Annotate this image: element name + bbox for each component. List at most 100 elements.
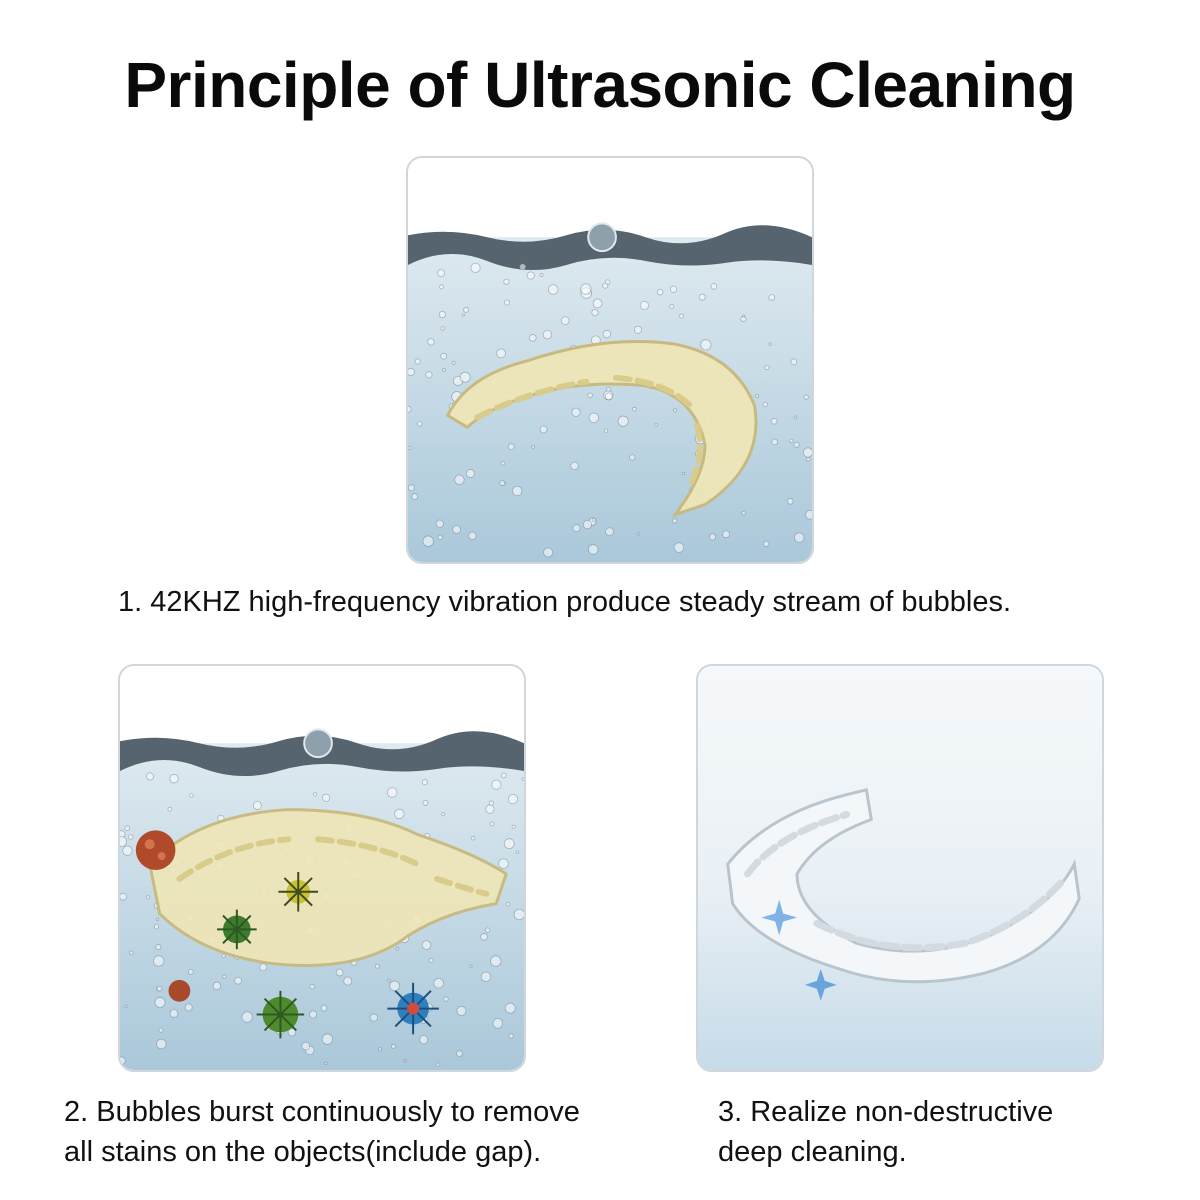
bubble	[394, 808, 405, 820]
germ-icon	[278, 871, 319, 912]
bubble	[234, 976, 242, 985]
bubble	[145, 895, 150, 900]
bubble	[468, 531, 477, 540]
bubble	[169, 1009, 179, 1018]
bubble	[437, 534, 443, 541]
bubble	[374, 963, 380, 969]
bubble	[153, 924, 160, 930]
bubble	[605, 527, 614, 537]
bubble	[440, 352, 448, 360]
bubble	[343, 976, 353, 986]
bubble	[771, 438, 778, 446]
bubble	[414, 358, 421, 365]
bubble	[120, 1056, 126, 1065]
step-3-caption-line-1: 3. Realize non-destructive	[718, 1096, 1054, 1128]
bubble	[803, 394, 809, 400]
bubble	[322, 793, 331, 802]
bubble	[560, 316, 570, 326]
bubble	[335, 968, 344, 977]
bubble	[604, 392, 613, 401]
bubble	[632, 406, 637, 412]
bubble	[629, 454, 636, 461]
bubble	[156, 1038, 167, 1050]
bubble	[591, 309, 599, 317]
bubble	[513, 908, 524, 921]
bubble	[377, 1047, 382, 1052]
bubble	[436, 1062, 441, 1067]
bubble	[456, 1006, 467, 1016]
bubble	[189, 793, 194, 798]
bubble	[188, 968, 194, 975]
bubble	[428, 958, 434, 963]
bubble	[592, 298, 603, 309]
bubble	[490, 955, 502, 967]
bubble	[673, 408, 678, 413]
bubble	[441, 812, 446, 817]
bubble	[259, 963, 268, 972]
bubble	[465, 469, 475, 478]
bubble	[456, 1050, 463, 1057]
bubble	[403, 1059, 407, 1063]
bubble	[602, 329, 611, 339]
sparkle-icon	[761, 899, 798, 936]
bubble	[710, 283, 718, 290]
step-2-caption: 2. Bubbles burst continuously to remove …	[64, 1092, 684, 1172]
bubble	[503, 838, 515, 849]
bubble	[491, 779, 502, 790]
bubble	[669, 285, 678, 293]
bubble	[427, 338, 435, 346]
bubble	[212, 981, 222, 991]
bubble	[762, 401, 768, 408]
bubble	[508, 1033, 514, 1039]
bubble	[422, 800, 429, 806]
bubble	[129, 950, 134, 956]
bubble	[438, 310, 446, 319]
bubble	[222, 974, 227, 979]
bubble	[789, 438, 794, 444]
bubble	[386, 787, 398, 798]
bubble	[421, 779, 428, 786]
bubble	[442, 368, 447, 372]
aligner-tray-illustration	[445, 340, 758, 518]
bubble	[547, 284, 559, 295]
bubble	[531, 444, 536, 449]
bubble	[387, 979, 391, 983]
bubble	[790, 358, 798, 366]
bubble	[672, 518, 678, 524]
bubble	[656, 288, 664, 296]
germ-icon	[168, 979, 191, 1002]
bubble	[389, 980, 400, 992]
bubble	[669, 304, 675, 310]
bubble	[309, 1010, 318, 1019]
bubble	[146, 772, 154, 781]
bubble	[416, 420, 423, 427]
bubble	[588, 412, 600, 424]
bubble	[470, 836, 476, 841]
bubble	[587, 392, 593, 398]
bubble	[709, 533, 717, 541]
bubble	[507, 794, 518, 805]
bubble	[755, 393, 760, 398]
bubble	[320, 1004, 328, 1012]
bubble	[500, 460, 506, 466]
bubble	[439, 284, 444, 290]
bubble	[571, 407, 581, 417]
bubble	[805, 457, 811, 462]
bubble	[498, 858, 509, 869]
germ-icon	[135, 830, 176, 870]
bubble	[422, 535, 434, 547]
bubble	[764, 364, 770, 371]
bubble	[324, 1061, 328, 1066]
bubble	[128, 834, 134, 840]
bubble	[454, 474, 465, 485]
bubble	[572, 524, 581, 533]
bubble	[156, 985, 163, 992]
bubble	[654, 422, 658, 427]
bubble	[504, 299, 511, 306]
bubble	[169, 774, 179, 784]
bubble	[580, 283, 592, 295]
bubble	[512, 485, 523, 497]
bubble	[722, 530, 730, 539]
bubbles-illustration	[408, 158, 812, 562]
bubble	[443, 996, 449, 1002]
